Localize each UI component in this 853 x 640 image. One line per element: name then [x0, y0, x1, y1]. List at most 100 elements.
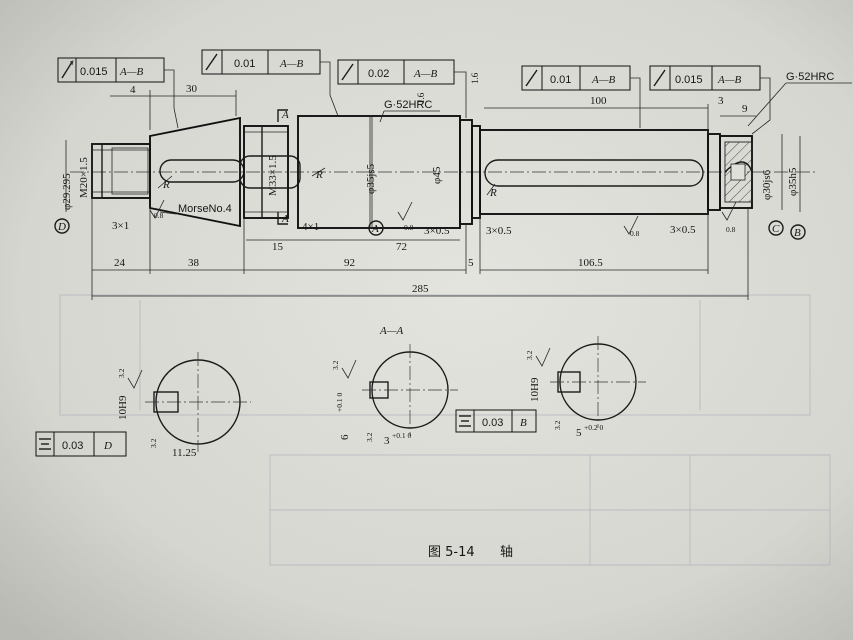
svg-text:0.03: 0.03	[482, 417, 503, 429]
dim-text: φ30js6	[761, 169, 773, 200]
svg-text:A: A	[281, 213, 289, 225]
svg-text:0.01: 0.01	[550, 74, 571, 86]
shaft-main-view: R R R	[70, 115, 815, 229]
svg-text:5: 5	[576, 427, 582, 439]
cross-sections: A—A 10H9 11.25 3.2 3.2 0.03 D	[35, 325, 646, 459]
runout-frame-2: 0.01 A—B	[201, 49, 339, 117]
symmetry-frame-1: 0.03 D	[35, 431, 127, 457]
long-keyway	[484, 159, 704, 187]
dim-text: 24	[114, 257, 126, 269]
feature-control-frames: 0.015 A—B 0.01 A—B 0.02 A—B	[57, 49, 771, 135]
svg-text:D: D	[57, 221, 66, 233]
dim-text: 285	[412, 283, 429, 295]
circular-runout-icon	[525, 69, 538, 87]
section-2-aa: 6 +0.1 0 3 +0.1 0 3.2 3.2	[331, 344, 458, 447]
roughness-icon	[149, 199, 165, 219]
svg-text:1.6: 1.6	[470, 72, 480, 84]
svg-text:0.02: 0.02	[368, 68, 389, 80]
caption-number: 图 5-14	[428, 545, 475, 560]
svg-text:3.2: 3.2	[117, 368, 126, 378]
roughness-icon	[623, 215, 639, 235]
svg-text:10H9: 10H9	[117, 395, 129, 420]
svg-text:A—B: A—B	[119, 66, 144, 78]
runout-frame-1: 0.015 A—B	[57, 57, 179, 129]
circular-runout-icon	[341, 63, 354, 81]
dim-text: 100	[590, 95, 607, 107]
svg-text:A—B: A—B	[717, 74, 742, 86]
circular-runout-icon	[653, 69, 666, 87]
circular-runout-icon	[205, 53, 218, 71]
symmetry-frame-2: 0.03 B	[455, 409, 537, 433]
svg-text:+0.1 0: +0.1 0	[335, 393, 344, 412]
svg-text:+0.2 0: +0.2 0	[584, 423, 603, 432]
section-1: 10H9 11.25 3.2 3.2	[117, 352, 251, 459]
svg-text:3.2: 3.2	[149, 438, 158, 448]
svg-text:1.6: 1.6	[416, 92, 426, 104]
svg-text:0.8: 0.8	[154, 211, 164, 220]
svg-text:0.01: 0.01	[234, 58, 255, 70]
svg-text:11.25: 11.25	[172, 447, 197, 459]
section-title: A—A	[379, 325, 404, 337]
runout-frame-4: 0.01 A—B	[521, 65, 641, 128]
dim-text: M33×1.5	[267, 155, 279, 196]
dim-text: 38	[188, 257, 200, 269]
morse-taper-note: MorseNo.4	[178, 203, 232, 215]
thread-keyway	[239, 155, 301, 189]
section-3: 10H9 5 +0.2 0 3.2 3.2	[525, 336, 646, 439]
circular-runout-icon	[61, 61, 73, 79]
svg-text:+0.1 0: +0.1 0	[392, 431, 411, 440]
dim-text: 15	[272, 241, 284, 253]
svg-text:0.8: 0.8	[630, 229, 640, 238]
datum-markers: D A C B	[54, 218, 806, 240]
svg-text:0.8: 0.8	[404, 223, 414, 232]
dim-text: φ29.295	[61, 173, 73, 210]
m33-thread-segment	[243, 125, 289, 219]
dim-text: 4×1	[302, 221, 319, 233]
radius-label: R	[162, 179, 170, 191]
dim-text: φ35h5	[787, 167, 799, 196]
svg-text:A: A	[281, 109, 289, 121]
dim-text: 3×0.5	[670, 224, 696, 236]
svg-text:B: B	[794, 227, 801, 239]
svg-text:3.2: 3.2	[365, 432, 374, 442]
datum-d-circle	[54, 218, 70, 234]
dim-text: φ45	[431, 166, 443, 184]
dim-text: 92	[344, 257, 355, 269]
dim-text: φ35js5	[365, 163, 377, 194]
roughness-icon	[397, 201, 413, 221]
dimension-lines: 4 30 100 3 9 φ29.295 M20×1.5 M33×1.5 φ35…	[61, 72, 801, 300]
symmetry-icon	[459, 415, 471, 427]
svg-text:3.2: 3.2	[553, 420, 562, 430]
symmetry-icon	[39, 438, 51, 450]
dim-text: 3	[718, 95, 724, 107]
svg-text:A—B: A—B	[591, 74, 616, 86]
svg-text:A—B: A—B	[413, 68, 438, 80]
dim-text: 5	[468, 257, 474, 269]
dim-text: 9	[742, 103, 748, 115]
svg-text:6: 6	[339, 434, 351, 440]
svg-text:0.015: 0.015	[675, 74, 703, 86]
hardness-note: G·52HRC	[384, 99, 432, 111]
roughness-marks: 0.8 0.8 0.8 0.8	[149, 199, 737, 238]
dim-text: 3×0.5	[486, 225, 512, 237]
figure-caption: 图 5-14 轴	[428, 545, 513, 560]
svg-text:A: A	[371, 223, 379, 235]
svg-text:0.8: 0.8	[726, 225, 736, 234]
hardness-note: G·52HRC	[786, 71, 834, 83]
dim-text: 106.5	[578, 257, 603, 269]
dim-text: 3×1	[112, 220, 129, 232]
datum-a-circle	[368, 220, 384, 236]
runout-frame-5: 0.015 A—B	[649, 65, 771, 135]
datum-b-circle	[790, 224, 806, 240]
svg-text:0.03: 0.03	[62, 440, 83, 452]
dim-text: M20×1.5	[78, 157, 90, 198]
svg-text:3.2: 3.2	[525, 350, 534, 360]
radius-label: R	[315, 169, 323, 181]
svg-text:D: D	[103, 440, 112, 452]
dim-text: 72	[396, 241, 407, 253]
svg-text:0.015: 0.015	[80, 66, 108, 78]
hardness-notes: G·52HRC G·52HRC	[379, 71, 852, 127]
caption-title: 轴	[500, 545, 513, 560]
radius-label: R	[489, 187, 497, 199]
